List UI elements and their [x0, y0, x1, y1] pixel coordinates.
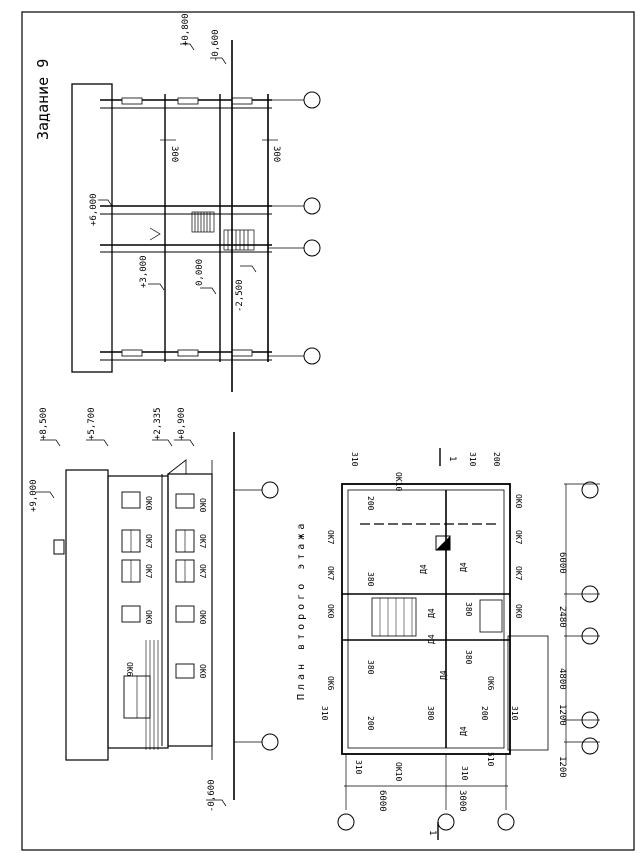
section-level-roof: +6,000	[89, 193, 99, 226]
plan-wall-12: 310	[354, 760, 363, 775]
facade-window-7: ОК0	[198, 610, 207, 625]
plan-dim-right-4: 1200	[557, 756, 567, 778]
facade-window-5: ОК7	[198, 534, 207, 549]
plan-door-2: Д4	[427, 608, 436, 618]
plan-wall-9: 200	[366, 716, 375, 731]
section-dim-right: 300	[271, 146, 281, 162]
facade-window-8: ОК0	[198, 664, 207, 679]
plan-wall-8: 380	[426, 706, 435, 721]
facade-window-3: ОК0	[144, 610, 153, 625]
plan-wall-11: 310	[320, 706, 329, 721]
plan-wall-3: 200	[366, 496, 375, 511]
plan-window-8: ОК6	[326, 676, 335, 691]
building-section	[71, 40, 321, 392]
section-level-zero: 0,000	[195, 259, 205, 286]
plan-window-10: ОК10	[394, 762, 403, 781]
section-mark-bottom: 1	[427, 830, 437, 835]
plan-dim-bottom-1: 3000	[457, 790, 467, 812]
plan-dim-right-2: 4800	[557, 668, 567, 690]
plan-window-3: ОК7	[514, 530, 523, 545]
plan-wall-15: 510	[486, 752, 495, 767]
plan-door-1: Д4	[459, 562, 468, 572]
facade-level-3: +2,335	[153, 407, 163, 440]
building-facade	[36, 432, 279, 807]
plan-window-7: ОК0	[514, 604, 523, 619]
section-mark-top: 1	[447, 456, 457, 461]
plan-door-5: Д4	[459, 726, 468, 736]
plan-wall-6: 380	[366, 660, 375, 675]
sheet-frame	[21, 11, 635, 851]
plan-dim-right-0: 6000	[557, 552, 567, 574]
facade-level-0: +9,000	[29, 479, 39, 512]
plan-window-6: ОК0	[326, 604, 335, 619]
facade-window-4: ОК6	[125, 662, 134, 677]
facade-window-0: ОК0	[144, 496, 153, 511]
plan-wall-7: 380	[464, 650, 473, 665]
plan-wall-13: 310	[510, 706, 519, 721]
plan-window-5: ОК7	[514, 566, 523, 581]
facade-window-2: ОК7	[144, 564, 153, 579]
plan-window-9: ОК6	[486, 676, 495, 691]
plan-window-4: ОК7	[326, 566, 335, 581]
plan-window-2: ОК7	[326, 530, 335, 545]
facade-window-9: ОК0	[198, 498, 207, 513]
plan-window-1: ОК0	[514, 494, 523, 509]
plan-door-4: Д4	[439, 670, 448, 680]
section-level-base: -2,500	[235, 279, 245, 312]
sheet-title: Задание 9	[34, 59, 52, 140]
facade-window-6: ОК7	[198, 564, 207, 579]
plan-door-0: Д4	[419, 564, 428, 574]
plan-wall-1: 310	[468, 452, 477, 467]
section-level-top: +0,800	[181, 13, 191, 46]
plan-door-3: Д4	[427, 634, 436, 644]
plan-wall-14: 310	[460, 766, 469, 781]
plan-dim-bottom-0: 6000	[377, 790, 387, 812]
plan-wall-4: 380	[366, 572, 375, 587]
plan-dim-right-3: 1200	[557, 704, 567, 726]
floor-plan	[337, 448, 600, 840]
plan-caption: План второго этажа	[296, 520, 307, 700]
section-level-low: -0,600	[211, 29, 221, 62]
facade-level-2: +5,700	[87, 407, 97, 440]
plan-wall-10: 200	[480, 706, 489, 721]
facade-level-4: +0,900	[177, 407, 187, 440]
section-level-floor2: +3,000	[139, 255, 149, 288]
section-dim-left: 300	[169, 146, 179, 162]
facade-window-1: ОК7	[144, 534, 153, 549]
plan-wall-5: 380	[464, 602, 473, 617]
facade-level-5: -0,600	[207, 779, 217, 812]
plan-wall-0: 310	[350, 452, 359, 467]
plan-dim-right-1: 2480	[557, 606, 567, 628]
plan-window-0: ОК10	[394, 472, 403, 491]
facade-level-1: +8,500	[39, 407, 49, 440]
plan-wall-2: 200	[492, 452, 501, 467]
